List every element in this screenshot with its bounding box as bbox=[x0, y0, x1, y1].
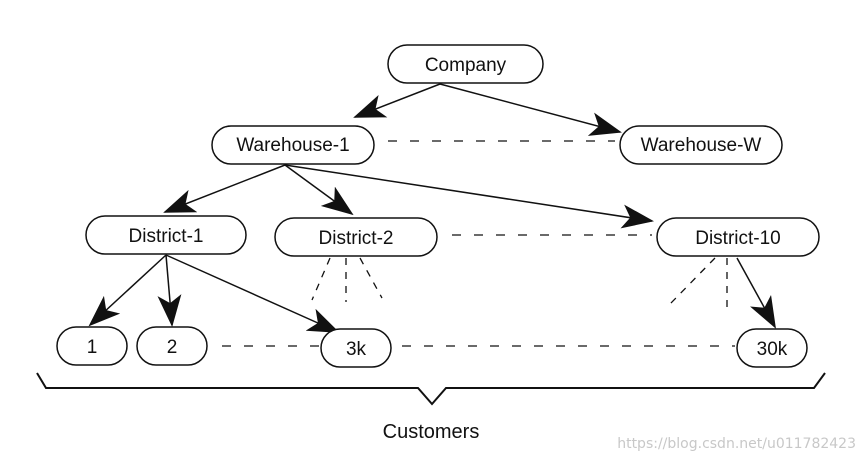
node-label: District-1 bbox=[129, 226, 204, 247]
edge-warehouse-1-to-district-10 bbox=[284, 164, 654, 229]
node-label: 2 bbox=[167, 337, 178, 358]
edge-warehouse-1-to-district-2 bbox=[284, 164, 354, 216]
dash-district-2-right bbox=[359, 257, 383, 299]
node-label: 3k bbox=[346, 339, 367, 360]
node-district-1: District-1 bbox=[85, 215, 247, 255]
node-label: District-2 bbox=[319, 228, 394, 249]
node-warehouse-1: Warehouse-1 bbox=[211, 125, 375, 165]
dash-district-2-left bbox=[311, 257, 331, 301]
edge-district-1-to-customer-3k bbox=[165, 254, 340, 333]
node-label: 1 bbox=[87, 337, 98, 358]
node-label: Warehouse-1 bbox=[236, 135, 349, 156]
edge-district-1-to-customer-1 bbox=[88, 254, 167, 327]
node-customer-2: 2 bbox=[136, 326, 208, 366]
edge-company-to-warehouse-1 bbox=[353, 83, 441, 118]
node-company: Company bbox=[387, 44, 544, 84]
edge-district-1-to-customer-2 bbox=[157, 254, 182, 327]
node-label: Warehouse-W bbox=[641, 135, 762, 156]
node-customer-3k: 3k bbox=[320, 328, 392, 368]
caption-customers: Customers bbox=[383, 421, 480, 443]
node-district-2: District-2 bbox=[274, 217, 438, 257]
edge-warehouse-1-to-district-1 bbox=[163, 164, 286, 213]
edge-district-10-to-customer-30k bbox=[736, 257, 776, 329]
node-label: Company bbox=[425, 55, 507, 76]
edges bbox=[88, 83, 776, 333]
watermark: https://blog.csdn.net/u011782423 bbox=[617, 436, 856, 452]
dashed-continuations bbox=[222, 140, 735, 347]
node-warehouse-w: Warehouse-W bbox=[619, 125, 783, 165]
node-label: District-10 bbox=[695, 228, 781, 249]
dash-district-10-left bbox=[669, 257, 716, 305]
node-district-10: District-10 bbox=[656, 217, 820, 257]
customers-brace bbox=[36, 372, 826, 406]
node-label: 30k bbox=[757, 339, 788, 360]
edge-company-to-warehouse-w bbox=[439, 83, 622, 136]
node-customer-30k: 30k bbox=[736, 328, 808, 368]
node-customer-1: 1 bbox=[56, 326, 128, 366]
